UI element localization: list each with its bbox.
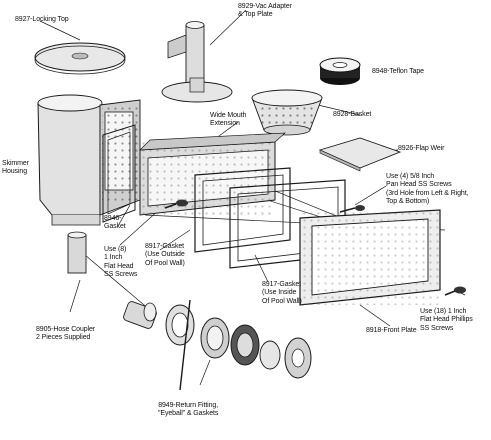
label-basket: 8928-Basket bbox=[333, 111, 372, 118]
label-phillips-screws: Use (18) 1 Inch Flat Head Phillips SS Sc… bbox=[420, 308, 473, 332]
label-flap-weir: 8926-Flap Weir bbox=[398, 145, 445, 152]
wide-mouth-extension bbox=[139, 132, 286, 216]
locking-top bbox=[34, 42, 126, 75]
skimmer-housing bbox=[37, 94, 141, 226]
label-pan-head-screws: Use (4) 5/8 Inch Pan Head SS Screws (3rd… bbox=[386, 173, 469, 206]
gasket-8946 bbox=[102, 124, 136, 223]
label-gasket-outside: 8917-Gasket (Use Outside Of Pool Wall) bbox=[145, 243, 185, 267]
label-skimmer-housing: Skimmer Housing bbox=[2, 160, 29, 176]
label-front-plate: 8918-Front Plate bbox=[366, 327, 417, 334]
phillips-screw bbox=[444, 286, 466, 296]
label-gasket-8946: 8946- Gasket bbox=[104, 215, 126, 231]
label-return-fitting: 8949-Return Fitting, "Eyeball" & Gaskets bbox=[158, 402, 219, 418]
front-plate bbox=[299, 209, 441, 306]
label-vac-adapter: 8929-Vac Adapter & Top Plate bbox=[238, 3, 292, 19]
basket bbox=[251, 89, 323, 136]
gasket-outside bbox=[194, 167, 291, 253]
return-fitting bbox=[165, 299, 312, 391]
vac-adapter bbox=[161, 21, 233, 103]
label-gasket-inside: 8917-Gasket (Use Inside Of Pool Wall) bbox=[262, 281, 302, 305]
label-flat-head-screws: Use (8) 1 Inch Flat Head SS Screws bbox=[104, 246, 138, 279]
hose-coupler bbox=[67, 231, 157, 329]
label-wide-mouth: Wide Mouth Extension bbox=[210, 112, 247, 128]
flap-weir bbox=[318, 137, 402, 172]
flat-head-screw bbox=[164, 199, 188, 209]
label-locking-top: 8927-Locking Top bbox=[15, 16, 69, 23]
teflon-tape bbox=[319, 57, 361, 85]
label-teflon-tape: 8948-Teflon Tape bbox=[372, 68, 424, 75]
label-hose-coupler: 8905-Hose Coupler 2 Pieces Supplied bbox=[36, 326, 96, 342]
pan-head-screw bbox=[339, 205, 365, 213]
